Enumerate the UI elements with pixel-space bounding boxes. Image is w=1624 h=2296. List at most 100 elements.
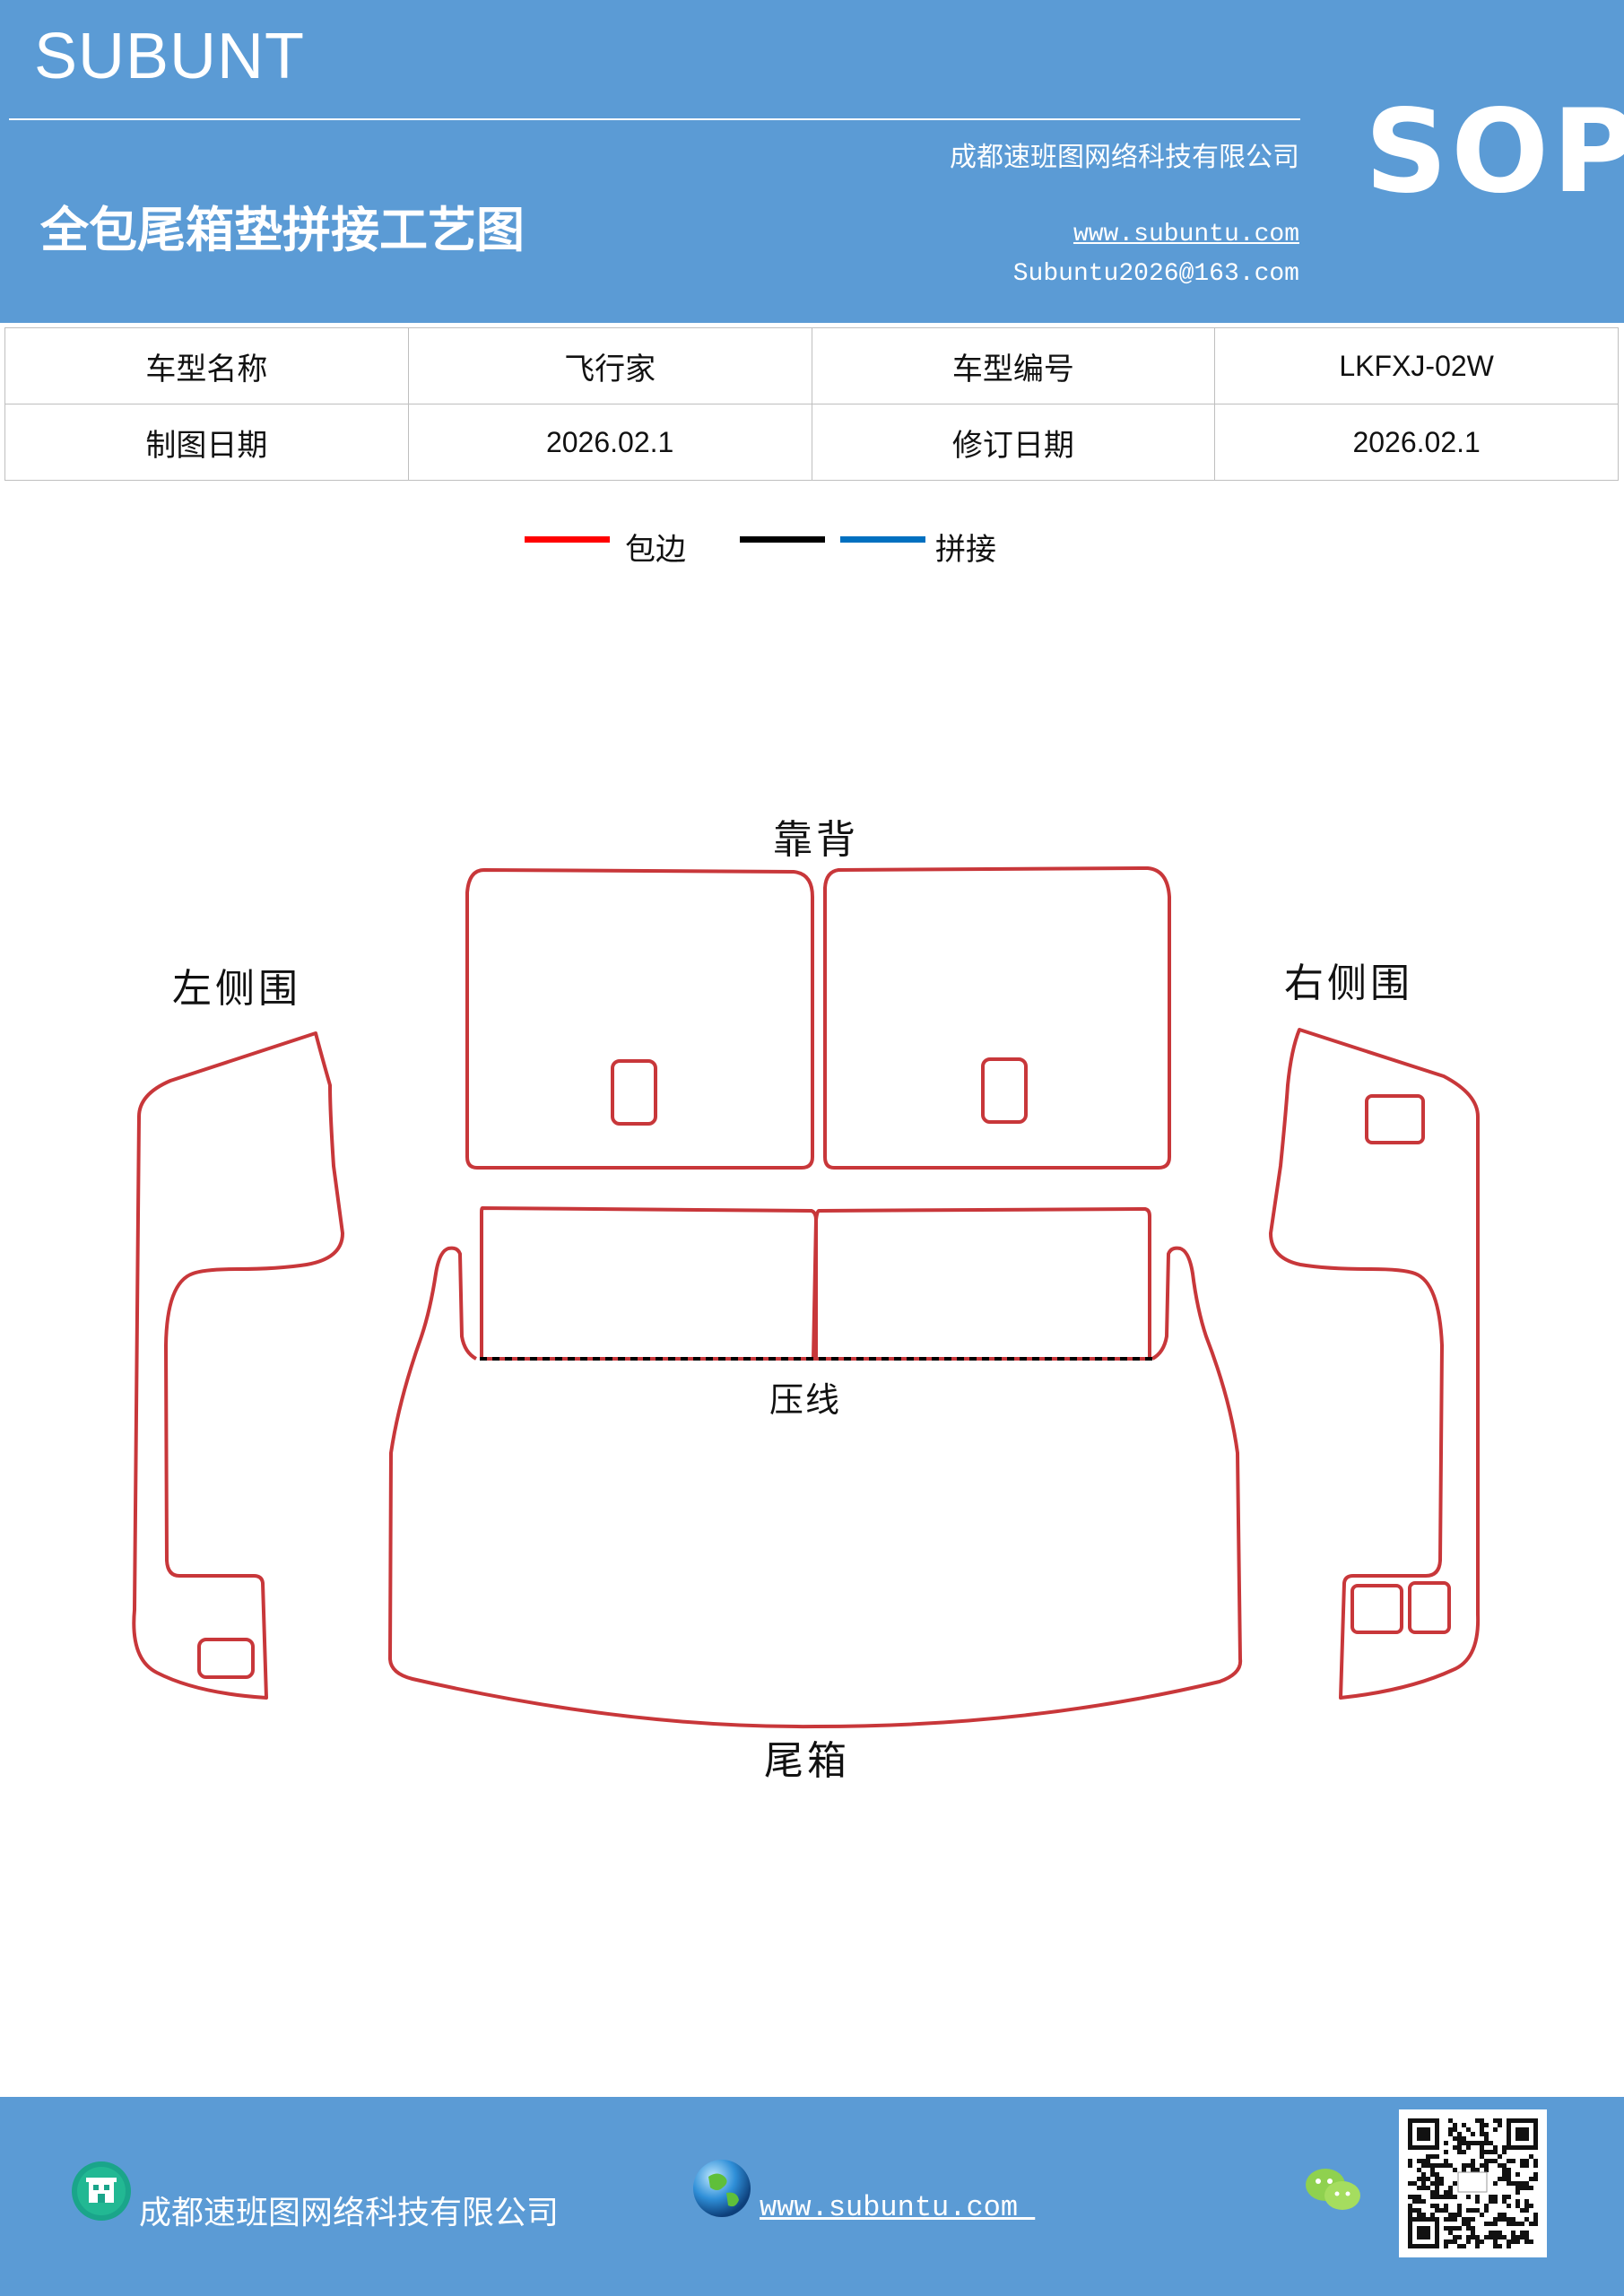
qr-module <box>1533 2222 1538 2226</box>
qr-module <box>1408 2208 1412 2213</box>
qr-module <box>1426 2154 1430 2159</box>
table-cell: 制图日期 <box>4 404 409 481</box>
qr-module <box>1484 2208 1489 2213</box>
qr-module <box>1507 2222 1511 2226</box>
qr-module <box>1466 2195 1471 2199</box>
qr-module <box>1430 2204 1435 2208</box>
qr-module <box>1493 2118 1498 2123</box>
qr-module <box>1493 2150 1498 2154</box>
qr-module <box>1480 2150 1484 2154</box>
qr-module <box>1498 2163 1502 2168</box>
qr-module <box>1475 2118 1480 2123</box>
qr-module <box>1484 2141 1489 2145</box>
qr-module <box>1421 2181 1426 2186</box>
qr-module <box>1457 2244 1462 2248</box>
header-divider <box>9 118 1300 120</box>
qr-module <box>1462 2217 1466 2222</box>
qr-module <box>1457 2213 1462 2217</box>
qr-module <box>1484 2163 1489 2168</box>
qr-module <box>1480 2154 1484 2159</box>
qr-module <box>1511 2235 1515 2239</box>
qr-module <box>1524 2235 1529 2239</box>
qr-module <box>1439 2181 1444 2186</box>
qr-module <box>1453 2226 1457 2231</box>
qr-module <box>1462 2150 1466 2154</box>
qr-module <box>1493 2222 1498 2226</box>
qr-module <box>1412 2181 1417 2186</box>
qr-module <box>1471 2132 1475 2136</box>
qr-module <box>1493 2181 1498 2186</box>
qr-module <box>1412 2199 1417 2204</box>
backrest-left-panel <box>465 868 814 1170</box>
qr-module <box>1524 2181 1529 2186</box>
qr-module <box>1484 2123 1489 2127</box>
qr-module <box>1489 2195 1493 2199</box>
qr-module <box>1444 2217 1448 2222</box>
qr-module <box>1484 2159 1489 2163</box>
qr-module <box>1408 2159 1412 2163</box>
legend-label-edging: 包边 <box>625 532 686 568</box>
qr-module <box>1421 2177 1426 2181</box>
qr-module <box>1448 2118 1453 2123</box>
brand-name: SUBUNT <box>34 21 306 92</box>
qr-module <box>1408 2181 1412 2186</box>
qr-module <box>1453 2181 1457 2186</box>
qr-module <box>1466 2208 1471 2213</box>
qr-module <box>1507 2181 1511 2186</box>
qr-module <box>1448 2217 1453 2222</box>
qr-module <box>1493 2239 1498 2244</box>
qr-module <box>1520 2222 1524 2226</box>
qr-module <box>1520 2231 1524 2235</box>
left-side-cutout <box>197 1638 255 1679</box>
qr-module <box>1480 2118 1484 2123</box>
qr-module <box>1489 2222 1493 2226</box>
qr-module <box>1408 2213 1412 2217</box>
qr-module <box>1453 2123 1457 2127</box>
qr-module <box>1529 2204 1533 2208</box>
qr-module <box>1484 2204 1489 2208</box>
qr-module <box>1520 2208 1524 2213</box>
qr-module <box>1453 2168 1457 2172</box>
qr-module <box>1475 2208 1480 2213</box>
qr-module <box>1417 2213 1421 2217</box>
qr-module <box>1489 2159 1493 2163</box>
qr-module <box>1507 2159 1511 2163</box>
qr-module <box>1480 2141 1484 2145</box>
qr-module <box>1511 2181 1515 2186</box>
qr-module <box>1502 2177 1507 2181</box>
qr-module <box>1457 2204 1462 2208</box>
qr-module <box>1529 2239 1533 2244</box>
qr-module <box>1515 2186 1520 2190</box>
website-link[interactable]: www.subuntu.com <box>1073 221 1299 248</box>
qr-module <box>1462 2168 1466 2172</box>
qr-module <box>1444 2163 1448 2168</box>
qr-module <box>1466 2217 1471 2222</box>
qr-module <box>1430 2190 1435 2195</box>
qr-module <box>1421 2199 1426 2204</box>
qr-module <box>1484 2222 1489 2226</box>
qr-module <box>1475 2195 1480 2199</box>
qr-module <box>1471 2159 1475 2163</box>
qr-module <box>1475 2244 1480 2248</box>
label-trunk: 尾箱 <box>764 1738 850 1784</box>
qr-module <box>1498 2217 1502 2222</box>
qr-module <box>1529 2186 1533 2190</box>
backrest-left-cutout <box>611 1059 657 1126</box>
qr-module <box>1498 2235 1502 2239</box>
qr-module <box>1489 2141 1493 2145</box>
qr-module <box>1524 2204 1529 2208</box>
qr-module <box>1471 2168 1475 2172</box>
qr-module <box>1498 2123 1502 2127</box>
qr-module <box>1507 2168 1511 2172</box>
label-right-side: 右侧围 <box>1284 961 1413 1006</box>
qr-module <box>1471 2141 1475 2145</box>
wechat-icon[interactable] <box>1303 2163 1364 2217</box>
qr-module <box>1484 2150 1489 2154</box>
qr-module <box>1520 2186 1524 2190</box>
qr-module <box>1435 2186 1439 2190</box>
footer-website-link[interactable]: www.subuntu.com <box>760 2191 1036 2224</box>
legend-line-red <box>525 536 610 543</box>
qr-module <box>1457 2145 1462 2150</box>
qr-module <box>1408 2204 1412 2208</box>
qr-module <box>1533 2213 1538 2217</box>
